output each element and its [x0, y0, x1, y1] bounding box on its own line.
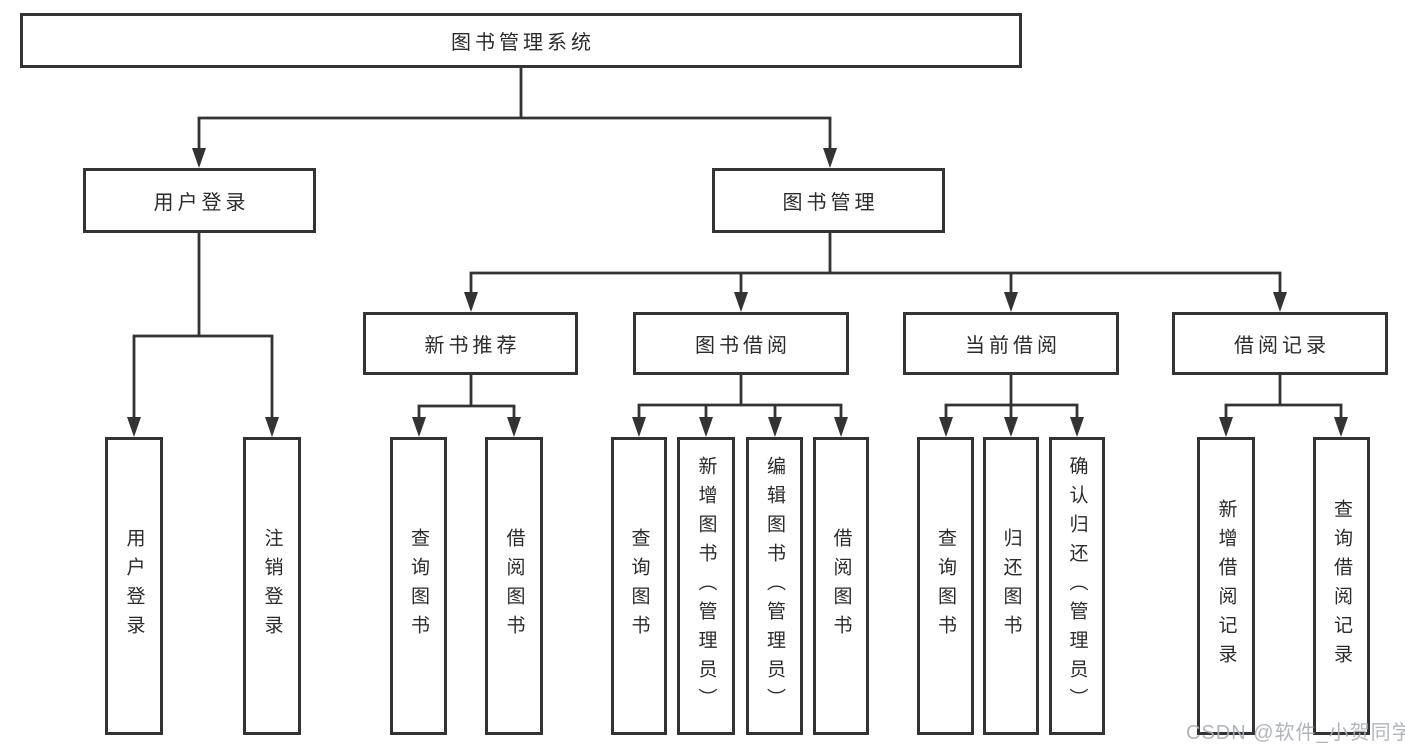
csdn-watermark: CSDN @软件_小贺同学	[1186, 722, 1405, 744]
leaf-borrow-books-recommend: 借阅图书	[485, 437, 543, 735]
node-library-system: 图书管理系统	[20, 13, 1022, 68]
leaf-user-login: 用户登录	[105, 437, 163, 735]
leaf-query-books-current: 查询图书	[917, 437, 974, 735]
leaf-confirm-return-admin: 确认归还（管理员）	[1049, 437, 1105, 735]
leaf-logout-login: 注销登录	[243, 437, 301, 735]
connector-group-book-management	[464, 233, 1287, 312]
connector-group-book-borrowing	[632, 375, 848, 437]
connector-group-root	[192, 68, 837, 168]
leaf-query-books-recommend: 查询图书	[390, 437, 447, 735]
connector-group-current-borrowing	[939, 375, 1084, 437]
node-new-book-recommendation: 新书推荐	[363, 312, 578, 375]
leaf-query-borrow-record: 查询借阅记录	[1313, 437, 1370, 735]
node-book-borrowing: 图书借阅	[633, 312, 849, 375]
connector-group-user-login	[127, 233, 279, 437]
node-book-management: 图书管理	[712, 168, 945, 233]
leaf-query-books-borrowing: 查询图书	[611, 437, 667, 735]
node-user-login: 用户登录	[83, 168, 316, 233]
node-borrowing-records: 借阅记录	[1172, 312, 1388, 375]
leaf-add-books-admin: 新增图书（管理员）	[677, 437, 735, 735]
leaf-borrow-books: 借阅图书	[813, 437, 869, 735]
connector-group-new-book-recommendation	[412, 375, 521, 437]
leaf-edit-books-admin: 编辑图书（管理员）	[746, 437, 803, 735]
connector-group-borrowing-records	[1219, 375, 1348, 437]
node-current-borrowing: 当前借阅	[903, 312, 1119, 375]
leaf-add-borrow-record: 新增借阅记录	[1197, 437, 1255, 735]
leaf-return-books: 归还图书	[983, 437, 1039, 735]
